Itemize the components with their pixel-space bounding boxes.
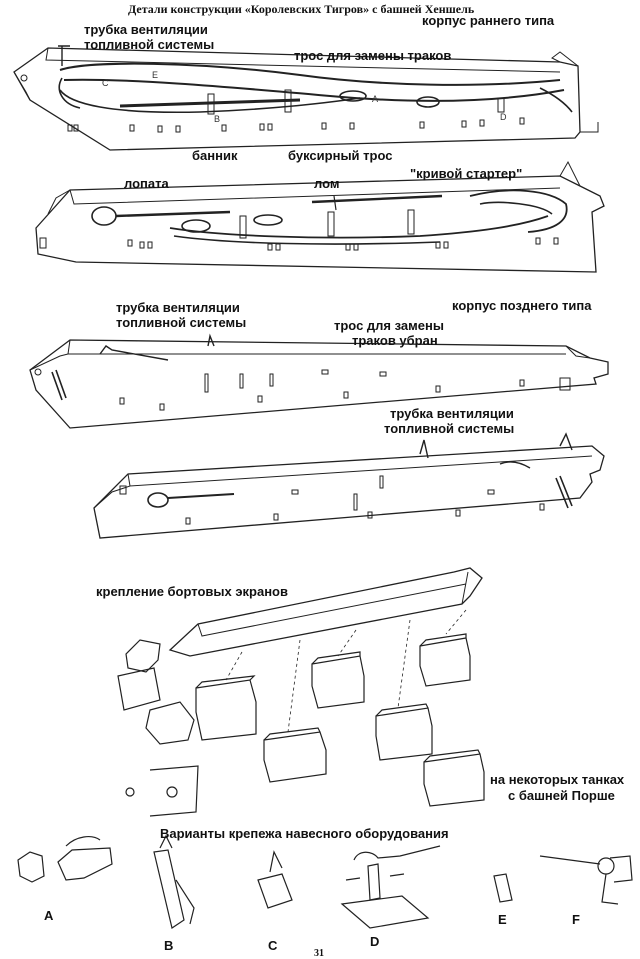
variant-label-a: A <box>44 908 54 923</box>
variant-label-f: F <box>572 912 580 927</box>
late-hull-lower-drawing <box>93 432 605 539</box>
marker-c-early: C <box>102 78 109 88</box>
variant-label-c: C <box>268 938 278 953</box>
rammer-label: банник <box>192 148 238 163</box>
variants-title: Варианты крепежа навесного оборудования <box>160 826 449 841</box>
side-skirts-label: крепление бортовых экранов <box>96 584 288 599</box>
track-cable-removed-line-2: траков убран <box>352 333 438 348</box>
crowbar-label: лом <box>314 176 340 191</box>
track-cable-label: трос для замены траков <box>294 48 452 63</box>
variant-label-d: D <box>370 934 380 949</box>
shovel-label: лопата <box>124 176 169 191</box>
fuel-vent-label-early-line-1: трубка вентиляции <box>84 22 208 37</box>
late-hull-upper-drawing <box>29 333 609 429</box>
early-hull-label: корпус раннего типа <box>422 13 555 28</box>
fastener-variants-drawing <box>17 834 633 929</box>
tow-cable-label: буксирный трос <box>288 148 393 163</box>
early-hull-lower-drawing <box>35 160 605 273</box>
fuel-vent2-label-line-1: трубка вентиляции <box>390 406 514 421</box>
fuel-vent2-label-line-2: топливной системы <box>384 421 515 436</box>
variant-label-b: B <box>164 938 174 953</box>
page-number: 31 <box>314 948 324 959</box>
marker-d-early: D <box>500 112 507 122</box>
fuel-vent-label-late-line-2: топливной системы <box>116 315 247 330</box>
marker-e-early: E <box>152 70 159 80</box>
marker-b-early: B <box>214 114 221 124</box>
early-hull-upper-drawing <box>13 45 599 151</box>
variant-label-e: E <box>498 912 507 927</box>
starter-label: "кривой стартер" <box>410 166 523 181</box>
late-hull-label: корпус позднего типа <box>452 298 592 313</box>
marker-a-early: A <box>372 94 379 104</box>
side-skirts-drawing <box>117 567 485 817</box>
porsche-note-line-1: на некоторых танках <box>490 772 625 787</box>
fuel-vent-label-early-line-2: топливной системы <box>84 37 215 52</box>
porsche-note-line-2: с башней Порше <box>508 788 615 803</box>
track-cable-removed-line-1: трос для замены <box>334 318 444 333</box>
page-title: Детали конструкции «Королевских Тигров» … <box>128 2 475 16</box>
fuel-vent-label-late-line-1: трубка вентиляции <box>116 300 240 315</box>
